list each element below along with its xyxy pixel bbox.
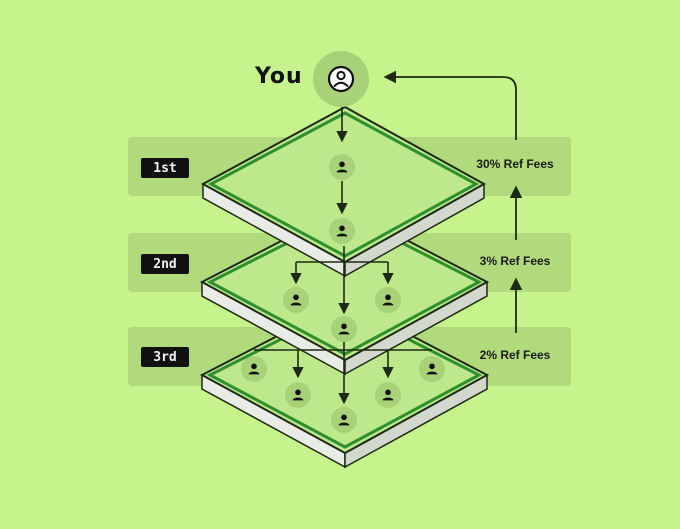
tier-3-tag: 3rd xyxy=(141,347,189,367)
you-label: You xyxy=(255,64,303,89)
tier-3-fee: 2% Ref Fees xyxy=(479,348,551,362)
you-avatar xyxy=(313,51,369,107)
tier-2-members xyxy=(283,287,401,342)
tier-2-fee: 3% Ref Fees xyxy=(479,254,551,268)
tier-1-members xyxy=(329,154,355,244)
tier-2-tag: 2nd xyxy=(141,254,189,274)
tier-1-fee: 30% Ref Fees xyxy=(476,157,554,171)
tier-3-members xyxy=(241,356,445,433)
tier-1-tag: 1st xyxy=(141,158,189,178)
fee-return-arrows xyxy=(383,70,523,333)
downline-arrows xyxy=(254,106,432,405)
